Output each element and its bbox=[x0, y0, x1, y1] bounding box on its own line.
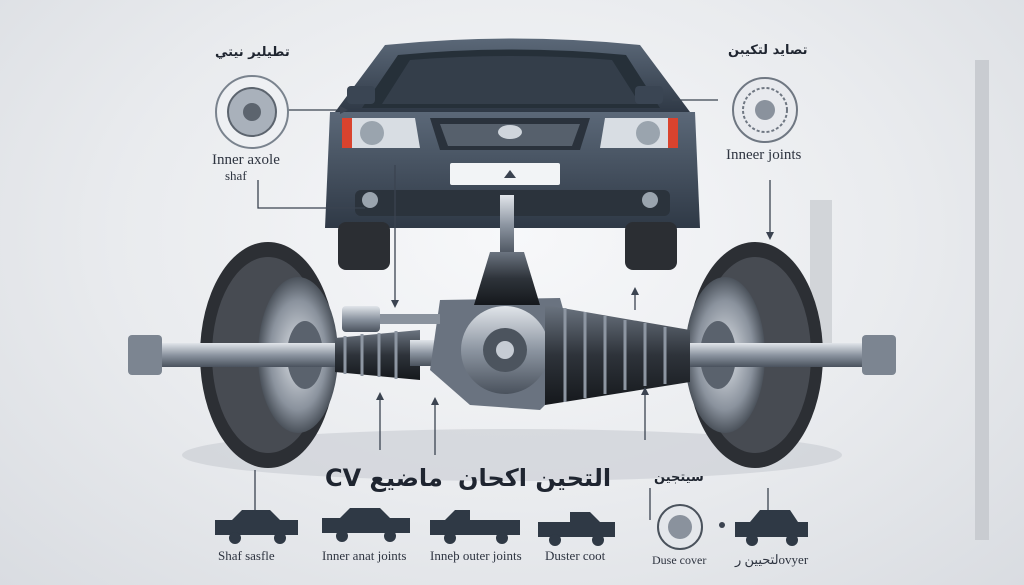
background-pillar bbox=[975, 60, 989, 540]
bottom-label-inner-anat-joints: Inner anat joints bbox=[322, 548, 407, 563]
vehicle-icon bbox=[735, 510, 808, 546]
vehicle-icon bbox=[215, 510, 298, 544]
small-arabic-label: سيتجين bbox=[654, 470, 704, 485]
left-cv-boot bbox=[335, 330, 420, 380]
bottom-label-shaf-sasfle: Shaf sasfle bbox=[218, 548, 275, 563]
right-hub-nut bbox=[862, 335, 896, 375]
callout-lines bbox=[254, 99, 771, 520]
bottom-label-inner-outer-joints: Inneþ outer joints bbox=[430, 548, 522, 563]
callout-arrowheads bbox=[340, 106, 774, 405]
vehicle-icon bbox=[322, 508, 410, 542]
bottom-label-oyer: لتحيين رovyer bbox=[735, 552, 809, 567]
left-axle-shaft bbox=[140, 343, 340, 367]
bottom-vehicle-icons bbox=[215, 508, 808, 546]
top-left-arabic-label: تطيلير نيتي bbox=[215, 45, 290, 60]
car-front-view bbox=[325, 38, 700, 270]
differential-housing bbox=[430, 298, 580, 410]
separator-dot bbox=[719, 522, 725, 528]
vehicle-icon bbox=[538, 512, 615, 546]
top-right-arabic-label: تصايد لتكيبن bbox=[728, 43, 808, 58]
right-cv-boot bbox=[545, 305, 690, 405]
top-left-label-line2: shaf bbox=[225, 168, 247, 183]
brake-disc-icon bbox=[215, 75, 289, 149]
floor-shadow bbox=[182, 429, 842, 481]
right-axle-shaft bbox=[690, 343, 890, 367]
dust-cover-icon bbox=[657, 504, 703, 550]
steering-column-boot bbox=[474, 195, 540, 305]
top-right-label: Inneer joints bbox=[726, 147, 802, 163]
left-hub-nut bbox=[128, 335, 162, 375]
bottom-label-duse-cover: Duse cover bbox=[652, 553, 707, 567]
main-caption-right: التحين اكحان bbox=[458, 464, 612, 492]
top-left-label-line1: Inner axole bbox=[212, 152, 280, 168]
inner-joint-component bbox=[342, 306, 440, 332]
main-caption-left: CV ماضيع bbox=[325, 464, 443, 492]
vehicle-icon bbox=[430, 510, 520, 544]
joint-icon bbox=[732, 77, 798, 143]
bottom-label-duster-coot: Duster coot bbox=[545, 548, 606, 563]
